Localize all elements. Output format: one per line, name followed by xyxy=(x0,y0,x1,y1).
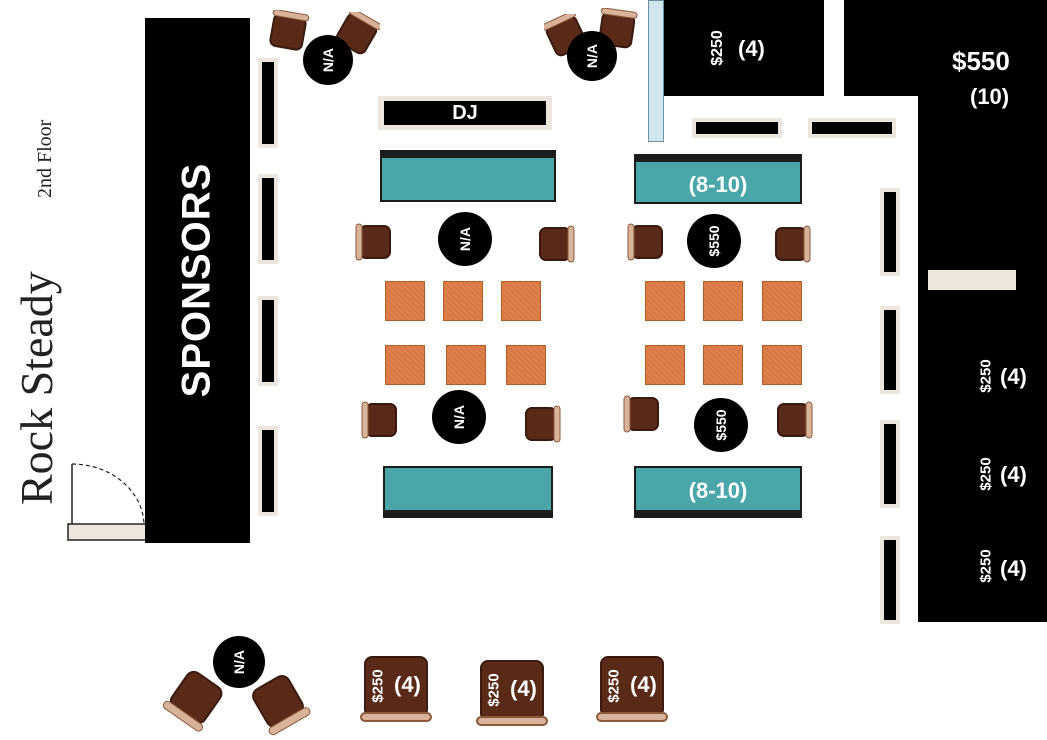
booth-3[interactable]: $250 (4) xyxy=(596,654,668,726)
vip-section-top[interactable] xyxy=(664,0,824,96)
table-top-left[interactable]: N/A xyxy=(303,35,353,85)
couch-capacity: (8-10) xyxy=(688,478,748,503)
table-status: N/A xyxy=(457,226,473,252)
wall-window xyxy=(262,430,274,512)
chair-icon xyxy=(162,670,223,732)
vip-top-price: $250 xyxy=(709,30,726,66)
couch-bottom-left[interactable] xyxy=(383,466,553,518)
chair-icon xyxy=(361,401,397,439)
vip-corner-capacity: (10) xyxy=(970,84,1010,109)
ottoman xyxy=(385,345,425,385)
table-status: N/A xyxy=(231,649,247,675)
wall-window xyxy=(928,270,1016,290)
entrance-door-icon xyxy=(67,463,147,541)
table-bottom-left[interactable]: N/A xyxy=(213,636,265,688)
wall-window xyxy=(884,424,896,504)
dj-label: DJ xyxy=(384,101,546,125)
vip-right-1-price: $250 xyxy=(977,359,995,393)
booth-price: $250 xyxy=(485,673,503,707)
ottoman xyxy=(703,345,743,385)
ottoman xyxy=(385,281,425,321)
table-top-middle[interactable]: N/A xyxy=(567,31,617,81)
booth-capacity: (4) xyxy=(394,672,421,697)
ottoman xyxy=(645,345,685,385)
table-price: $550 xyxy=(713,409,729,441)
ottoman xyxy=(645,281,685,321)
table-center-right-top[interactable]: $550 xyxy=(687,214,741,268)
wall-window xyxy=(884,310,896,390)
booth-base xyxy=(476,716,548,726)
glass-partition xyxy=(648,0,664,142)
floor-label: 2nd Floor xyxy=(34,119,56,198)
table-status: N/A xyxy=(451,404,467,430)
booth-price: $250 xyxy=(369,669,387,703)
wall-window xyxy=(262,62,274,144)
ottoman xyxy=(506,345,546,385)
couch-bottom-right[interactable]: (8-10) xyxy=(634,466,802,518)
ottoman xyxy=(762,281,802,321)
vip-right-3-price: $250 xyxy=(977,549,995,583)
chair-icon xyxy=(623,395,659,433)
vip-section-corner-top[interactable] xyxy=(844,0,1047,96)
booth-base xyxy=(596,712,668,722)
chair-icon xyxy=(627,223,663,261)
ottoman xyxy=(703,281,743,321)
wall-window xyxy=(262,178,274,260)
chair-icon xyxy=(539,225,575,263)
couch-capacity: (8-10) xyxy=(688,172,748,197)
chair-icon xyxy=(525,405,561,443)
sponsors-area: SPONSORS xyxy=(145,18,250,543)
wall-window xyxy=(262,300,274,382)
vip-top-capacity: (4) xyxy=(738,36,765,61)
wall-window xyxy=(812,122,892,134)
booth-base xyxy=(360,712,432,722)
table-status: N/A xyxy=(320,47,336,73)
booth-body xyxy=(364,656,428,714)
table-center-left-bottom[interactable]: N/A xyxy=(432,390,486,444)
chair-icon xyxy=(777,401,813,439)
booth-2[interactable]: $250 (4) xyxy=(476,658,548,730)
booth-capacity: (4) xyxy=(630,672,657,697)
vip-right-2-price: $250 xyxy=(977,457,995,491)
sponsors-label: SPONSORS xyxy=(174,162,219,398)
vip-right-1-capacity: (4) xyxy=(1000,364,1027,389)
table-status: N/A xyxy=(584,43,600,69)
dj-booth: DJ xyxy=(378,96,552,130)
chair-icon xyxy=(252,675,311,736)
wall-window xyxy=(884,192,896,272)
booth-capacity: (4) xyxy=(510,676,537,701)
chair-icon xyxy=(775,225,811,263)
vip-section-corner-side[interactable] xyxy=(918,96,1047,622)
table-center-right-bottom[interactable]: $550 xyxy=(694,398,748,452)
venue-name: Rock Steady xyxy=(11,271,62,505)
vip-corner-price: $550 xyxy=(952,46,1010,76)
vip-right-2-capacity: (4) xyxy=(1000,462,1027,487)
chair-icon xyxy=(269,10,310,51)
ottoman xyxy=(446,345,486,385)
ottoman xyxy=(443,281,483,321)
ottoman xyxy=(501,281,541,321)
wall-window xyxy=(884,540,896,620)
table-price: $550 xyxy=(706,225,722,257)
booth-body xyxy=(600,656,664,714)
vip-right-3-capacity: (4) xyxy=(1000,556,1027,581)
couch-top-left[interactable] xyxy=(380,150,556,202)
chair-icon xyxy=(355,223,391,261)
table-center-left-top[interactable]: N/A xyxy=(438,212,492,266)
ottoman xyxy=(762,345,802,385)
couch-top-right[interactable]: (8-10) xyxy=(634,154,802,204)
booth-1[interactable]: $250 (4) xyxy=(360,654,432,726)
wall-window xyxy=(696,122,778,134)
booth-price: $250 xyxy=(605,669,623,703)
